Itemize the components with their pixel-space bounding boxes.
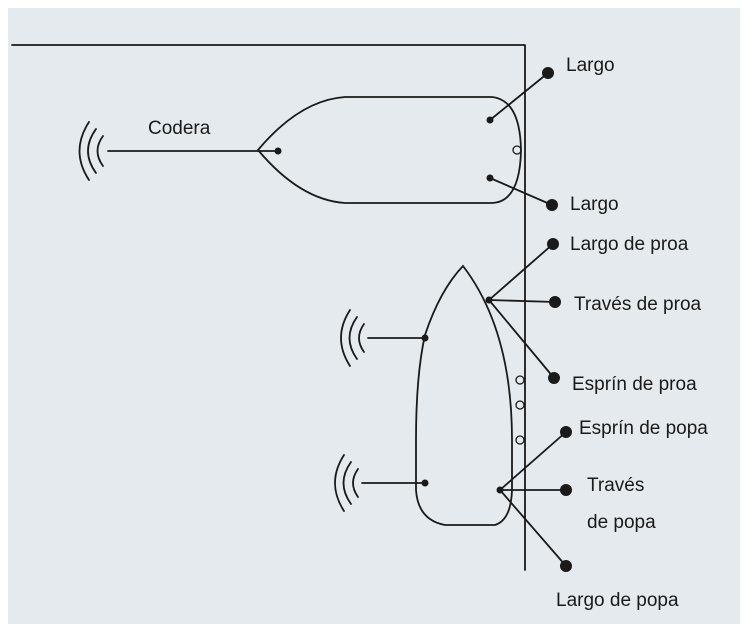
label-esprin-de-proa: Esprín de proa <box>572 374 697 395</box>
largo-de-popa-bollard <box>560 560 572 572</box>
fender <box>512 145 522 155</box>
stern-cleat <box>496 486 504 494</box>
largo-de-proa-bollard <box>547 238 559 250</box>
largo-bottom-line <box>489 177 553 206</box>
codera-cleat <box>274 147 282 155</box>
largo-top-bollard <box>542 67 554 79</box>
largo-de-popa-line <box>499 489 567 567</box>
largo-bottom-bollard <box>546 199 558 211</box>
anchor-signal-icon <box>334 454 359 512</box>
largo-top-line <box>489 72 549 121</box>
anchor-signal-icon <box>340 309 365 367</box>
label-traves-de-proa: Través de proa <box>574 294 702 315</box>
fender <box>515 375 525 385</box>
label-traves-de-popa-line2: de popa <box>587 512 656 533</box>
fender <box>515 435 525 445</box>
largo-de-proa-line <box>488 243 554 301</box>
largo-top-cleat <box>486 116 494 124</box>
label-largo-de-proa: Largo de proa <box>570 234 689 255</box>
anchor-signal-icon <box>78 121 104 181</box>
label-codera: Codera <box>148 118 211 139</box>
bow-anchor-cleat <box>421 334 429 342</box>
label-largo-de-popa: Largo de popa <box>556 590 679 611</box>
esprin-de-popa-bollard <box>560 426 572 438</box>
stern-anchor-cleat <box>421 479 429 487</box>
label-largo-top: Largo <box>566 55 615 76</box>
bow-cleat <box>485 296 493 304</box>
label-traves-de-popa-line1: Través <box>587 475 644 496</box>
traves-de-proa-line <box>488 299 556 303</box>
largo-bottom-cleat <box>486 174 494 182</box>
traves-de-popa-bollard <box>560 484 572 496</box>
esprin-de-proa-bollard <box>548 372 560 384</box>
traves-de-proa-bollard <box>549 296 561 308</box>
quay-edge <box>11 44 526 571</box>
boat-hull-top <box>256 96 522 204</box>
diagram-background <box>8 8 740 624</box>
label-esprin-de-popa: Esprín de popa <box>579 418 708 439</box>
label-largo-bottom: Largo <box>570 194 619 215</box>
esprin-de-proa-line <box>488 299 555 379</box>
esprin-de-popa-line <box>499 431 567 491</box>
fender <box>515 400 525 410</box>
